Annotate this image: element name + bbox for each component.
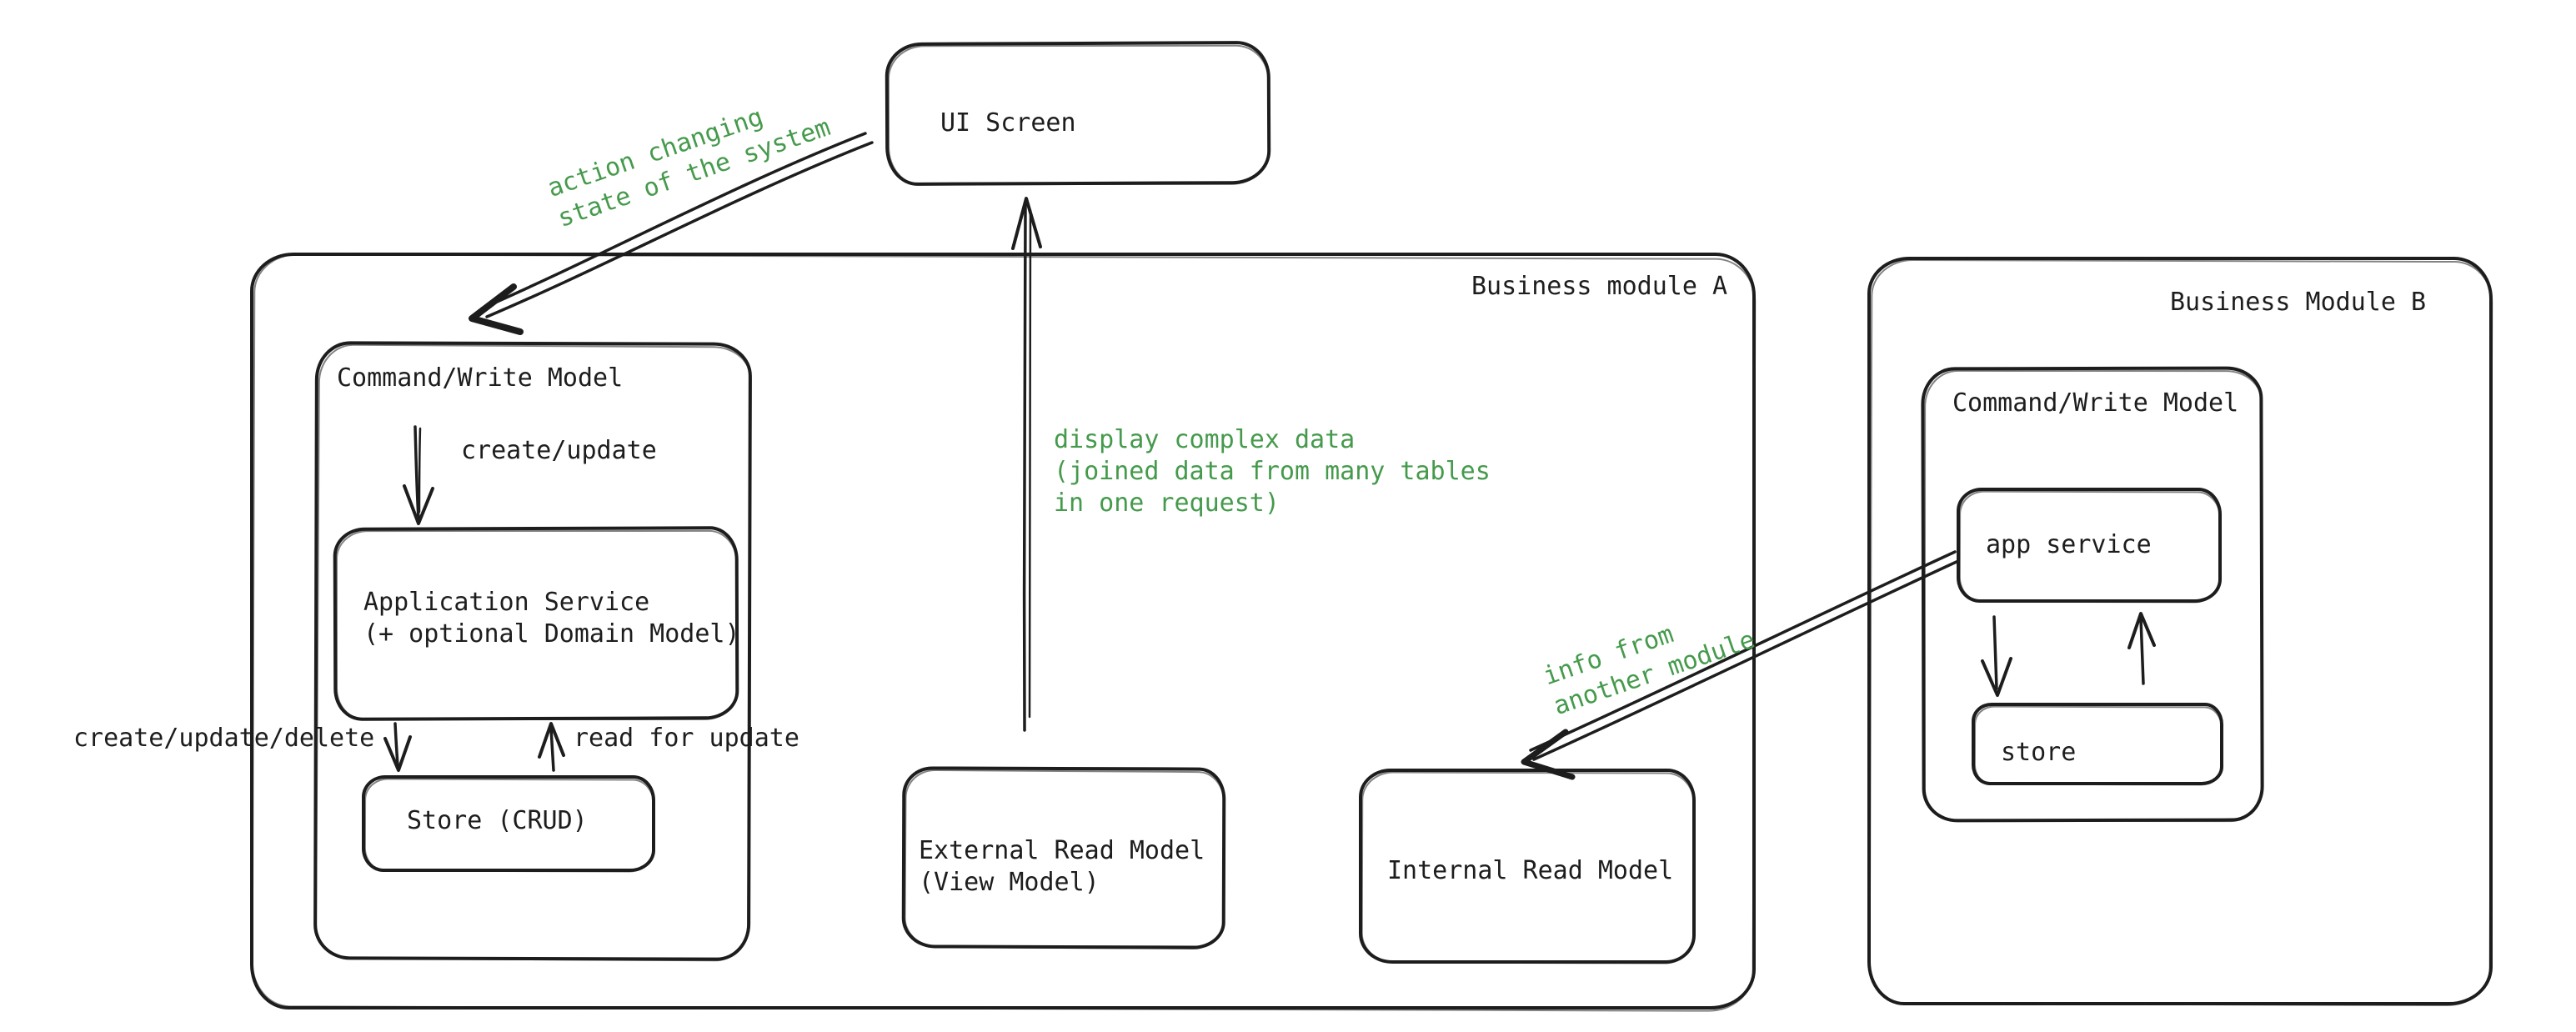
display-complex-line2: (joined data from many tables bbox=[1054, 457, 1491, 486]
app-service-b-label: app service bbox=[1986, 530, 2152, 559]
node-internal-read-model bbox=[1359, 769, 1696, 964]
node-business-module-b bbox=[1867, 257, 2493, 1005]
external-read-model-line1: External Read Model bbox=[919, 836, 1205, 865]
display-complex-line3: in one request) bbox=[1054, 488, 1280, 518]
ui-screen-label: UI Screen bbox=[940, 108, 1076, 138]
create-update-label: create/update bbox=[461, 436, 657, 465]
external-read-model-line2: (View Model) bbox=[919, 868, 1100, 897]
store-b-label: store bbox=[2001, 738, 2077, 767]
business-module-b-label: Business Module B bbox=[2170, 288, 2427, 317]
node-app-service-b bbox=[1957, 488, 2222, 603]
store-crud-label: Store (CRUD) bbox=[407, 806, 588, 835]
create-update-delete-label: create/update/delete bbox=[73, 724, 375, 753]
node-business-module-a bbox=[250, 253, 1756, 1009]
business-module-a-label: Business module A bbox=[1471, 272, 1728, 301]
command-write-model-a-label: Command/Write Model bbox=[337, 363, 624, 393]
internal-read-model-label: Internal Read Model bbox=[1387, 856, 1674, 885]
node-store-b bbox=[1972, 703, 2223, 785]
command-write-model-b-label: Command/Write Model bbox=[1952, 388, 2239, 418]
application-service-line2: (+ optional Domain Model) bbox=[363, 619, 740, 649]
display-complex-line1: display complex data bbox=[1054, 425, 1356, 454]
application-service-label: Application Service(+ optional Domain Mo… bbox=[363, 587, 740, 650]
application-service-line1: Application Service bbox=[363, 588, 650, 617]
read-for-update-label: read for update bbox=[574, 724, 799, 753]
external-read-model-label: External Read Model (View Model) bbox=[919, 835, 1205, 899]
node-store-crud bbox=[362, 775, 655, 872]
display-complex-data-label: display complex data (joined data from ma… bbox=[1054, 424, 1491, 519]
